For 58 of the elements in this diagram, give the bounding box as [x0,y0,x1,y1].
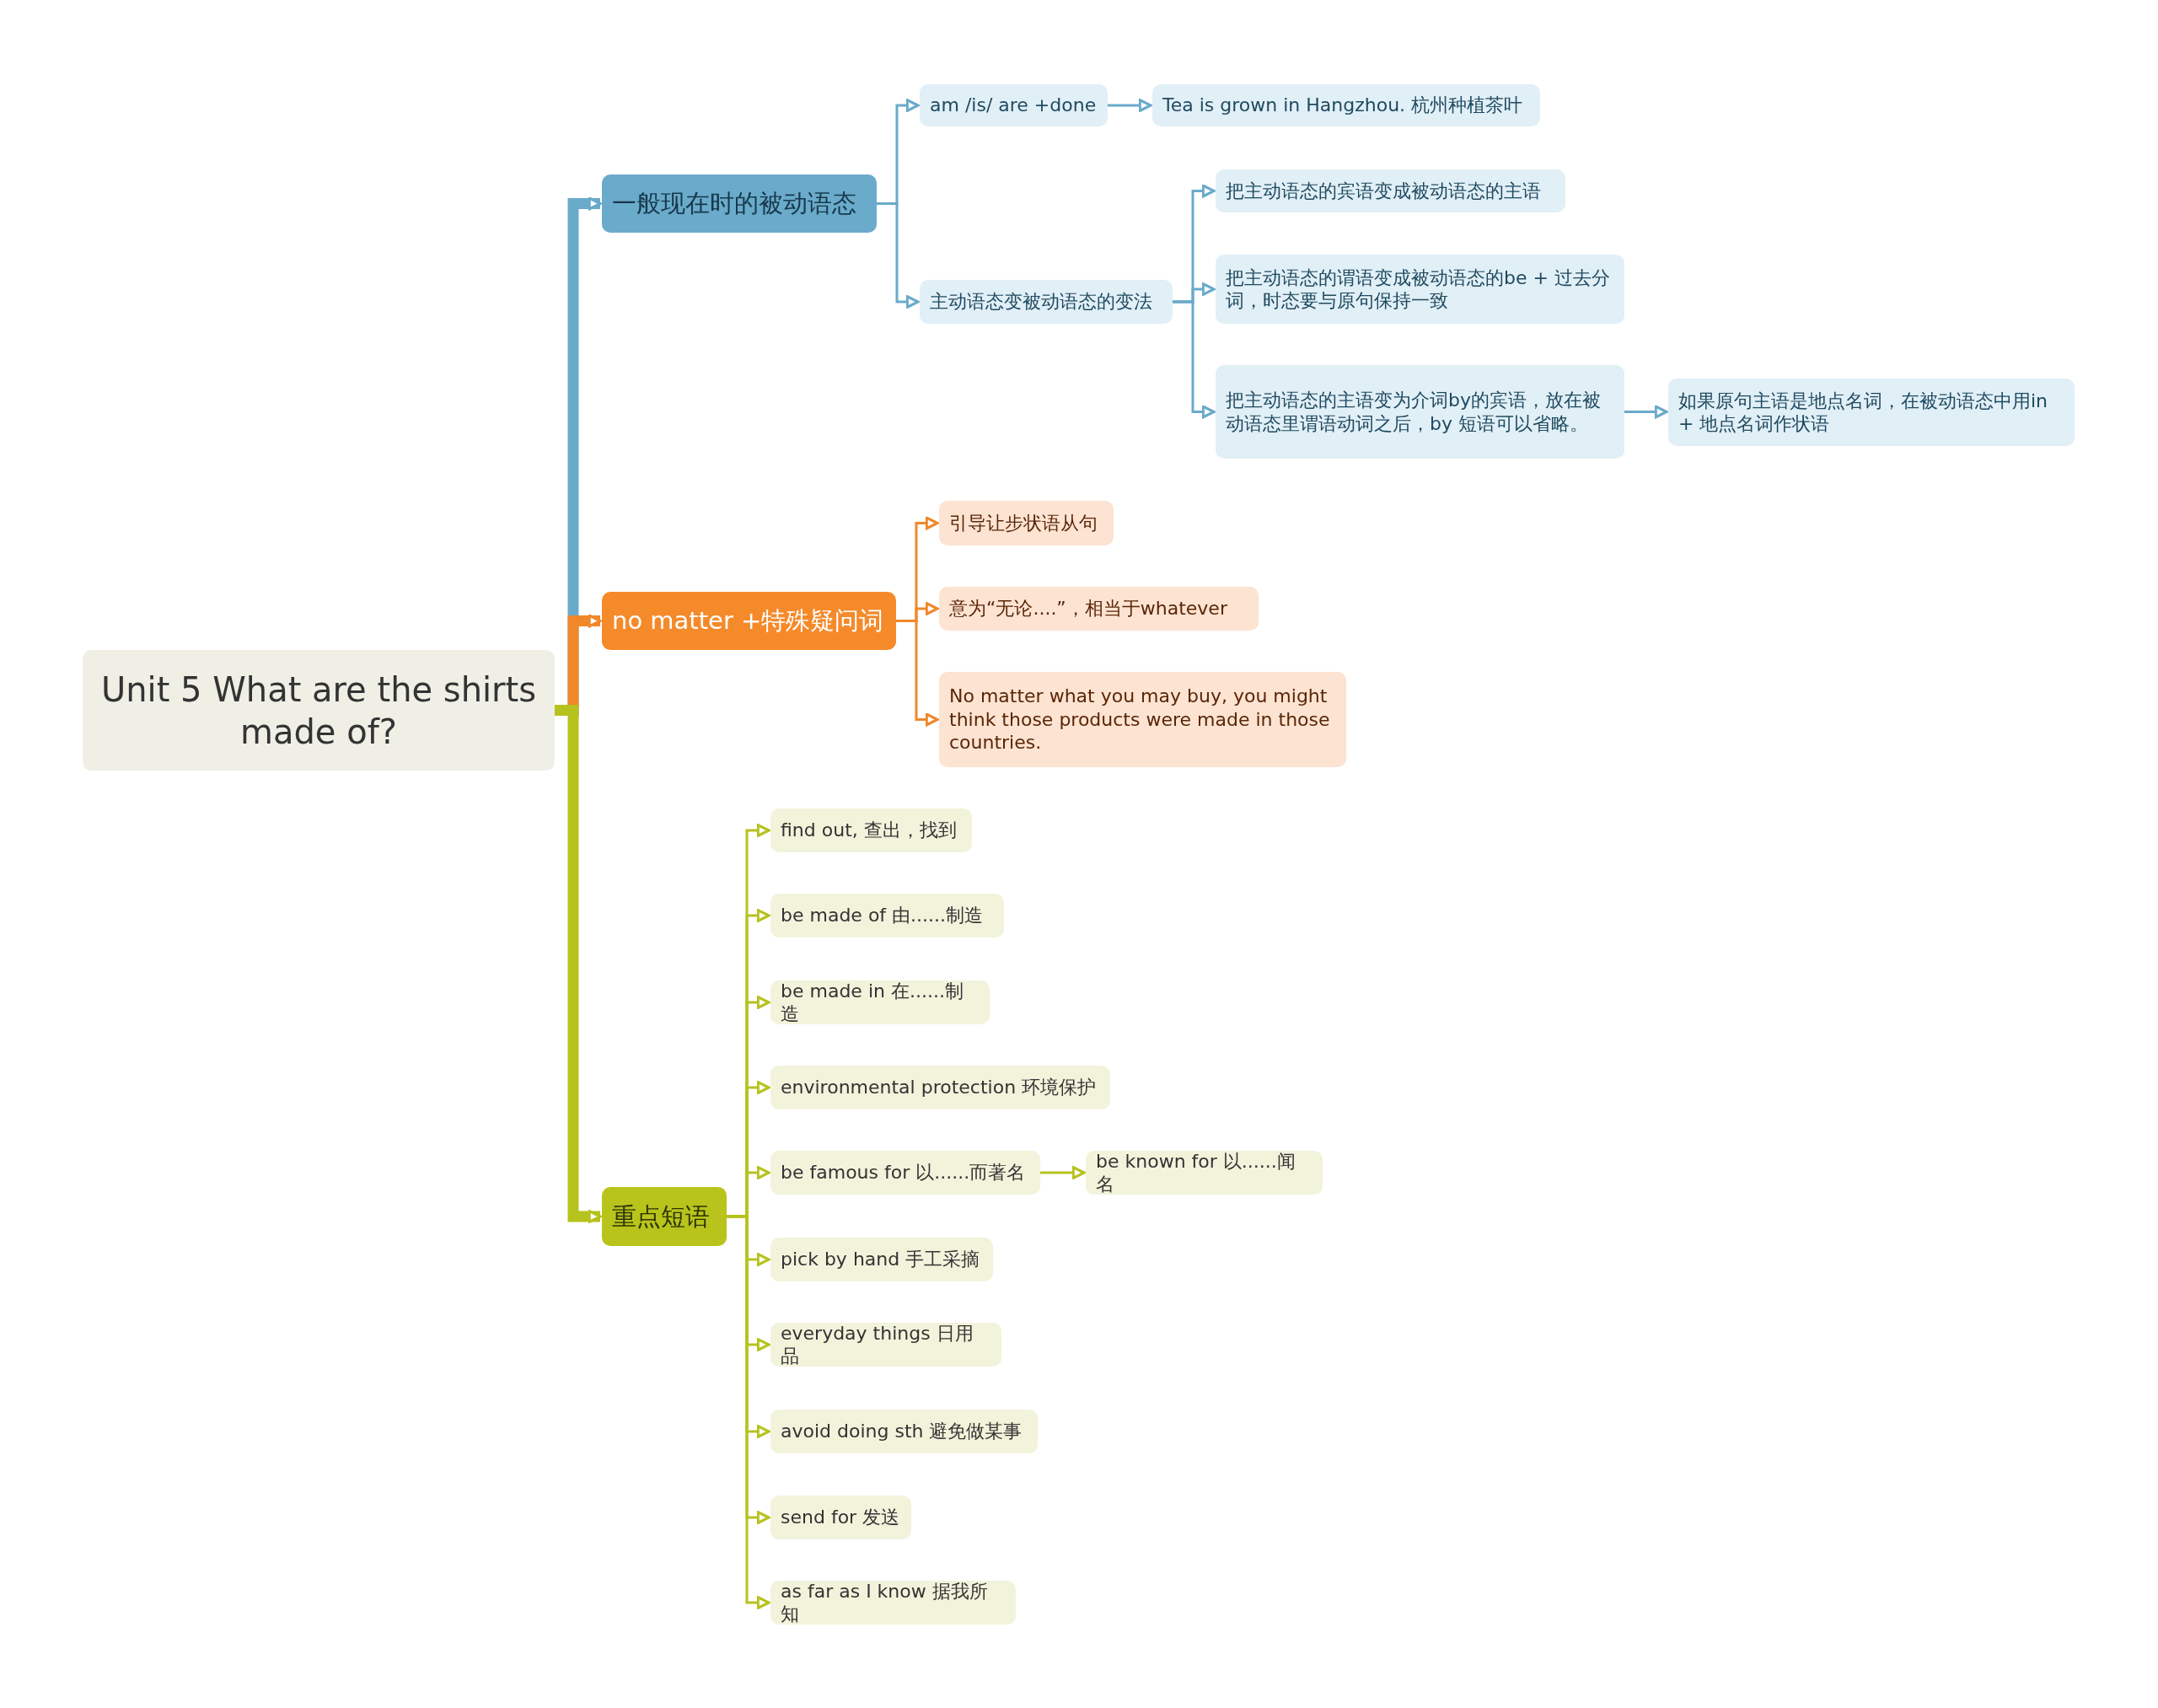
subtopic-box [770,1410,1038,1453]
branch-topic-text: no matter +特殊疑问词 [612,605,884,636]
subtopic-text: avoid doing sth 避免做某事 [781,1420,1023,1443]
branch-topic-text: 重点短语 [612,1200,710,1233]
branch-topic-box [602,592,896,650]
connector-arrow [896,620,939,727]
subtopic-text: be famous for 以......而著名 [781,1161,1026,1184]
subtopic-text: 意为“无论....”，相当于whatever [949,597,1227,620]
subtopic-text: am /is/ are +done [930,94,1097,117]
root-topic-box [83,650,555,771]
branch-topic-box [602,175,877,233]
subtopic-box [770,1323,1001,1367]
subtopic-text: No matter what you may buy, you might think those products were made in those countries. [949,685,1331,755]
subtopic-text: send for 发送 [781,1506,900,1529]
subtopic-box [939,587,1259,631]
subtopic-box [770,1581,1016,1625]
subtopic-box [770,1151,1040,1195]
subtopic-text: as far as I know 据我所知 [781,1579,989,1626]
subtopic-box [1152,84,1540,126]
connector-arrow [1624,405,1668,419]
subtopic-box [770,1066,1110,1109]
subtopic-text: find out, 查出，找到 [781,819,957,842]
subtopic-box [770,808,972,852]
subtopic-text: be made of 由......制造 [781,904,984,927]
subtopic-text: Tea is grown in Hangzhou. 杭州种植茶叶 [1162,94,1523,117]
subtopic-box [920,280,1173,324]
subtopic-box [939,501,1114,545]
subtopic-box [1216,169,1565,212]
subtopic-box [770,1496,911,1539]
subtopic-text: 主动语态变被动语态的变法 [930,290,1152,314]
subtopic-box [920,84,1108,126]
subtopic-box [939,672,1346,767]
connector-arrow [1040,1166,1086,1179]
subtopic-box [1216,255,1624,324]
connector-arrow [1108,99,1152,112]
subtopic-box [770,980,990,1024]
branch-topic-text: 一般现在时的被动语态 [612,188,856,219]
connector-arrow [877,202,920,309]
subtopic-text: 如果原句主语是地点名词，在被动语态中用in + 地点名词作状语 [1678,389,2049,436]
branch-topic-box [602,1187,727,1246]
subtopic-text: 引导让步状语从句 [949,511,1098,535]
subtopic-text: 把主动语态的宾语变成被动语态的主语 [1226,179,1541,203]
subtopic-box [770,1238,993,1281]
subtopic-box [1086,1151,1323,1195]
subtopic-text: pick by hand 手工采摘 [781,1248,980,1271]
connector-arrow [1173,300,1216,419]
root-topic-text: Unit 5 What are the shirts made of? [99,669,538,753]
subtopic-box [770,894,1004,937]
connector-arrow [727,1215,770,1609]
connector-arrow [555,705,602,1223]
subtopic-text: everyday things 日用品 [781,1321,974,1368]
subtopic-text: be known for 以......闻名 [1096,1149,1296,1196]
subtopic-text: environmental protection 环境保护 [781,1076,1097,1099]
subtopic-text: 把主动语态的主语变为介词by的宾语，放在被动语态里谓语动词之后，by 短语可以省略。 [1226,389,1602,435]
subtopic-text: 把主动语态的谓语变成被动语态的be + 过去分词，时态要与原句保持一致 [1226,266,1611,313]
subtopic-box [1668,379,2075,446]
subtopic-box [1216,365,1624,459]
subtopic-text: be made in 在......制造 [781,979,964,1026]
